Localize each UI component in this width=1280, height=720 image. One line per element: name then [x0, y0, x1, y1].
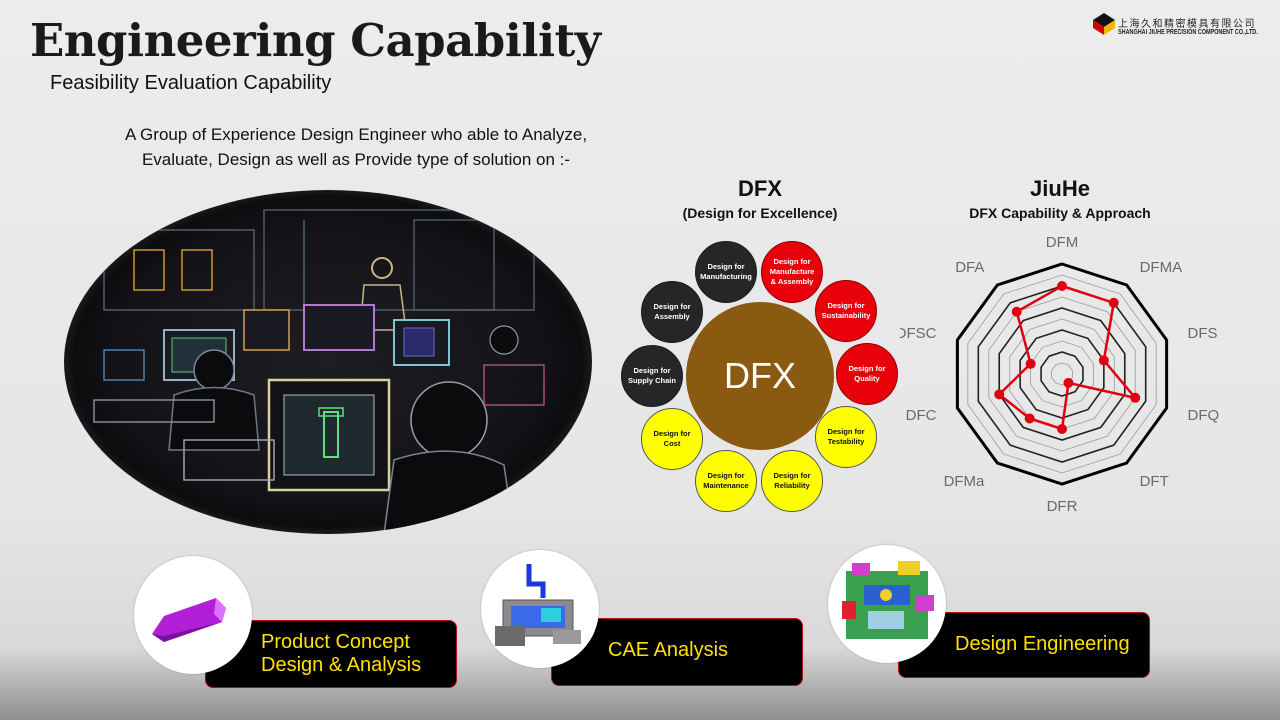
- dfx-item-testability: Design for Testability: [815, 406, 877, 468]
- dfx-item-supply-chain: Design for Supply Chain: [621, 345, 683, 407]
- company-logo: 上海久和精密模具有限公司 SHANGHAI JIUHE PRECISION CO…: [1092, 12, 1272, 42]
- radar-point-dfma: [1108, 297, 1119, 308]
- card-product-concept-line2: Design & Analysis: [261, 654, 422, 676]
- jiuhe-subtitle: DFX Capability & Approach: [969, 205, 1151, 221]
- intro-line-2: Evaluate, Design as well as Provide type…: [141, 150, 571, 169]
- radar-point-dfs: [1098, 355, 1109, 366]
- radar-axis-label-dft: DFT: [1140, 473, 1169, 490]
- radar-axis-label-dfr: DFR: [1047, 498, 1078, 515]
- dfx-capability-radar-chart: DFM DFMA DFS DFQ DFT DFR DFMa DFC DFSC DFA: [896, 228, 1220, 528]
- engineers-classroom-photo: [64, 190, 592, 534]
- dfx-item-assembly: Design for Assembly: [641, 281, 703, 343]
- card-cae-analysis-label: CAE Analysis: [608, 639, 729, 661]
- radar-point-dft: [1063, 377, 1074, 388]
- page-subtitle: Feasibility Evaluation Capability: [50, 72, 332, 94]
- radar-axis-label-dfsc: DFSC: [900, 325, 937, 342]
- radar-grid-ring: [955, 262, 1169, 486]
- intro-text: A Group of Experience Design Engineer wh…: [96, 122, 616, 172]
- radar-grid-ring: [977, 285, 1147, 463]
- radar-point-dfa: [1011, 306, 1022, 317]
- radar-grid-ring: [1040, 351, 1084, 397]
- radar-axis-label-dfm: DFM: [1046, 234, 1079, 251]
- radar-point-dfr: [1057, 424, 1067, 434]
- radar-point-dfm: [1057, 281, 1067, 291]
- radar-point-dfsc: [1025, 358, 1036, 369]
- radar-axis-label-dfs: DFS: [1188, 325, 1218, 342]
- card-product-concept-line1: Product Concept: [261, 631, 410, 653]
- radar-grid-ring: [988, 296, 1136, 452]
- dfx-item-quality: Design for Quality: [836, 343, 898, 405]
- card-design-engineering-label: Design Engineering: [955, 633, 1130, 655]
- radar-grid-ring: [1009, 318, 1115, 430]
- radar-grid-ring: [1030, 340, 1094, 408]
- card-cae-analysis: CAE Analysis: [551, 618, 803, 686]
- logo-icon: [1093, 13, 1115, 35]
- radar-point-dfq: [1130, 392, 1141, 403]
- radar-axis-label-dfma: DFMA: [1140, 259, 1183, 276]
- radar-axis-label-dfc: DFC: [906, 407, 937, 424]
- radar-axis-label-dfq: DFQ: [1188, 407, 1220, 424]
- radar-svg: DFM DFMA DFS DFQ DFT DFR DFMa DFC DFSC DFA: [896, 234, 1220, 515]
- page-title: Engineering Capability: [30, 14, 601, 67]
- mold-assembly-icon: [828, 545, 946, 663]
- radar-axis-label-dfa: DFA: [955, 259, 984, 276]
- dfx-item-reliability: Design for Reliability: [761, 450, 823, 512]
- dfx-center-circle: DFX: [686, 302, 834, 450]
- dfx-subtitle: (Design for Excellence): [682, 205, 838, 221]
- logo-english-name: SHANGHAI JIUHE PRECISION COMPONENT CO.,L…: [1118, 29, 1258, 36]
- radar-grid-ring: [998, 307, 1126, 441]
- classroom-illustration: [93, 209, 545, 534]
- dfx-title: DFX: [738, 176, 782, 201]
- cae-model-icon: [481, 550, 599, 668]
- radar-point-dfc: [994, 389, 1005, 400]
- radar-axis-label-dfma: DFMa: [944, 473, 985, 490]
- dfx-item-sustainability: Design for Sustainability: [815, 280, 877, 342]
- radar-grid-ring: [967, 274, 1157, 474]
- dfx-item-manufacturing: Design for Manufacturing: [695, 241, 757, 303]
- intro-line-1: A Group of Experience Design Engineer wh…: [124, 125, 588, 144]
- dfx-item-manufacture-assembly: Design for Manufacture & Assembly: [761, 241, 823, 303]
- radar-point-dfma: [1024, 413, 1035, 424]
- radar-grid-ring: [1051, 362, 1073, 386]
- logo-chinese-name: 上海久和精密模具有限公司: [1118, 19, 1256, 30]
- product-part-icon: [134, 556, 252, 674]
- jiuhe-title: JiuHe: [1030, 176, 1090, 201]
- radar-grid-ring: [1019, 329, 1105, 419]
- dfx-item-maintenance: Design for Maintenance: [695, 450, 757, 512]
- dfx-item-cost: Design for Cost: [641, 408, 703, 470]
